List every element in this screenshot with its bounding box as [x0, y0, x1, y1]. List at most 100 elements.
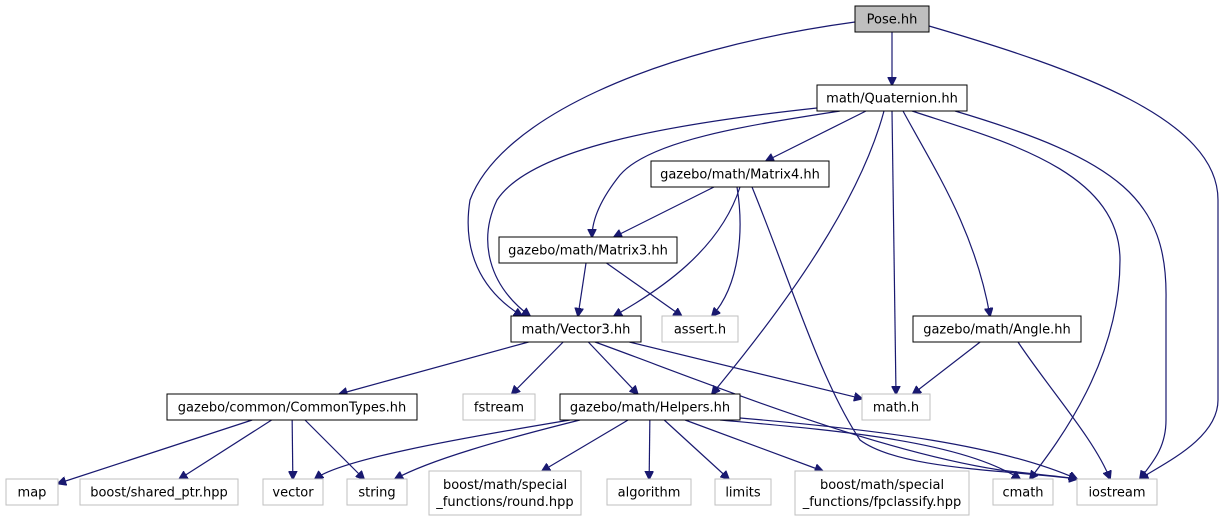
edge-pose-to-iostream — [928, 25, 1219, 479]
node-box — [166, 393, 418, 421]
node-cmath: cmath — [992, 478, 1054, 506]
edge-matrix4-to-matrix3 — [614, 186, 715, 237]
edge-quat-to-cmath — [911, 110, 1121, 479]
node-round: boost/math/special_functions/round.hpp — [428, 470, 582, 516]
edge-matrix3-to-vector3 — [578, 262, 587, 316]
node-label: gazebo/math/Angle.hh — [923, 323, 1071, 338]
node-label: limits — [725, 486, 761, 501]
edge-commontypes-to-map — [58, 419, 253, 484]
edge-quat-to-iostream — [954, 110, 1167, 479]
node-label: cmath — [1002, 486, 1043, 501]
node-iostream: iostream — [1076, 478, 1158, 506]
edge-quat-to-vector3 — [487, 107, 818, 316]
edge-matrix4-to-iostream — [751, 186, 1077, 479]
node-box — [650, 160, 830, 188]
node-algorithm: algorithm — [606, 478, 692, 506]
edge-quat-to-helpers — [712, 110, 885, 394]
node-mathh: math.h — [861, 393, 931, 421]
edge-vector3-to-iostream — [594, 341, 1077, 479]
node-box — [262, 478, 324, 506]
node-string: string — [346, 478, 408, 506]
edge-angle-to-mathh — [913, 341, 981, 394]
edge-helpers-to-vector — [315, 419, 571, 479]
node-matrix4[interactable]: gazebo/math/Matrix4.hh — [650, 160, 830, 188]
node-pose[interactable]: Pose.hh — [854, 5, 930, 33]
node-label: string — [358, 486, 395, 501]
edge-matrix3-to-assert — [606, 262, 681, 316]
node-commontypes[interactable]: gazebo/common/CommonTypes.hh — [166, 393, 418, 421]
node-fpclassify: boost/math/special_functions/fpclassify.… — [794, 470, 970, 516]
node-label: fstream — [474, 401, 524, 416]
edge-vector3-to-mathh — [629, 341, 862, 399]
node-label: map — [18, 486, 47, 501]
node-label: iostream — [1088, 486, 1145, 501]
node-box — [912, 315, 1082, 343]
edge-vector3-to-fstream — [512, 341, 564, 394]
edge-vector3-to-helpers — [587, 341, 637, 394]
edge-pose-to-vector3 — [467, 21, 856, 316]
edge-helpers-to-algorithm — [649, 419, 650, 479]
node-label: Pose.hh — [867, 13, 918, 28]
node-box — [1076, 478, 1158, 506]
edge-helpers-to-fpclassify — [684, 419, 823, 471]
node-box — [861, 393, 931, 421]
edges-layer — [58, 21, 1219, 484]
edge-helpers-to-limits — [663, 419, 729, 479]
edge-angle-to-iostream — [1017, 341, 1110, 479]
node-label: math/Quaternion.hh — [826, 92, 958, 107]
node-helpers[interactable]: gazebo/math/Helpers.hh — [559, 393, 741, 421]
node-label: vector — [272, 486, 314, 501]
node-box — [510, 315, 642, 343]
node-box — [79, 478, 239, 506]
node-box — [346, 478, 408, 506]
edge-commontypes-to-string — [304, 419, 364, 479]
node-label: gazebo/math/Helpers.hh — [570, 401, 730, 416]
node-label: gazebo/common/CommonTypes.hh — [178, 401, 406, 416]
edge-vector3-to-commontypes — [339, 341, 529, 394]
node-box — [661, 315, 739, 343]
node-box — [559, 393, 741, 421]
edge-helpers-to-cmath — [719, 419, 1020, 479]
edge-helpers-to-string — [395, 419, 581, 479]
edge-quat-to-matrix4 — [766, 110, 867, 161]
node-label: boost/math/special_functions/fpclassify.… — [802, 478, 962, 510]
edge-matrix4-to-assert — [712, 186, 741, 316]
edge-quat-to-mathh — [892, 110, 896, 394]
edge-quat-to-matrix3 — [592, 110, 841, 237]
edge-helpers-to-iostream — [739, 417, 1077, 479]
node-label: gazebo/math/Matrix3.hh — [508, 244, 668, 259]
node-box — [606, 478, 692, 506]
node-box — [854, 5, 930, 33]
node-label: assert.h — [674, 323, 726, 338]
node-label: math/Vector3.hh — [522, 323, 631, 338]
edge-helpers-to-round — [542, 419, 629, 471]
node-matrix3[interactable]: gazebo/math/Matrix3.hh — [498, 236, 678, 264]
nodes-layer: Pose.hh math/Quaternion.hh gazebo/math/Mat… — [5, 5, 1158, 516]
node-label: gazebo/math/Matrix4.hh — [660, 168, 820, 183]
node-label: algorithm — [618, 486, 681, 501]
node-box — [992, 478, 1054, 506]
node-label: boost/math/special_functions/round.hpp — [435, 478, 573, 510]
node-box — [5, 478, 59, 506]
edge-commontypes-to-vector — [292, 419, 293, 479]
node-assert: assert.h — [661, 315, 739, 343]
node-vector3[interactable]: math/Vector3.hh — [510, 315, 642, 343]
node-box — [794, 470, 970, 516]
node-fstream: fstream — [462, 393, 536, 421]
node-map: map — [5, 478, 59, 506]
node-box — [816, 84, 968, 112]
node-box — [498, 236, 678, 264]
node-label: boost/shared_ptr.hpp — [90, 486, 228, 501]
node-box — [714, 478, 772, 506]
node-box — [428, 470, 582, 516]
node-box — [462, 393, 536, 421]
node-label: math.h — [873, 401, 919, 416]
node-angle[interactable]: gazebo/math/Angle.hh — [912, 315, 1082, 343]
edge-commontypes-to-sharedptr — [179, 419, 272, 479]
node-quat[interactable]: math/Quaternion.hh — [816, 84, 968, 112]
node-vector: vector — [262, 478, 324, 506]
edge-matrix4-to-vector3 — [614, 186, 741, 316]
edge-quat-to-angle — [902, 110, 990, 316]
node-sharedptr: boost/shared_ptr.hpp — [79, 478, 239, 506]
